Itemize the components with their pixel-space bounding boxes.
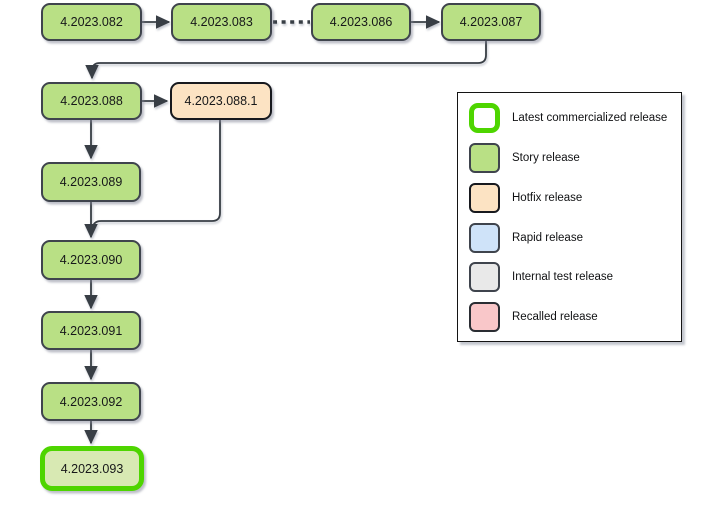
hotfix-release-swatch-icon (469, 183, 500, 213)
latest-release-swatch-icon (469, 103, 500, 133)
legend-item-latest: Latest commercialized release (469, 103, 667, 133)
node-4-2023-082: 4.2023.082 (41, 3, 142, 41)
legend-item-recalled: Recalled release (469, 302, 598, 332)
legend-item-label: Rapid release (512, 232, 583, 244)
legend-item-label: Story release (512, 152, 580, 164)
legend-item-story: Story release (469, 143, 580, 173)
legend-item-label: Internal test release (512, 271, 614, 283)
internal-test-release-swatch-icon (469, 262, 500, 292)
edge-087-088 (85, 41, 487, 80)
node-4-2023-091: 4.2023.091 (41, 311, 141, 350)
node-4-2023-089: 4.2023.089 (41, 162, 141, 202)
node-4-2023-086: 4.2023.086 (311, 3, 411, 41)
rapid-release-swatch-icon (469, 223, 500, 253)
legend-item-hotfix: Hotfix release (469, 183, 582, 213)
node-4-2023-088: 4.2023.088 (41, 82, 142, 120)
legend-item-label: Latest commercialized release (512, 112, 668, 124)
legend-box: Latest commercialized release Story rele… (457, 92, 682, 342)
node-4-2023-087: 4.2023.087 (441, 3, 541, 41)
node-4-2023-088-1: 4.2023.088.1 (170, 82, 272, 120)
legend-item-internal: Internal test release (469, 262, 613, 292)
legend-item-label: Hotfix release (512, 192, 583, 204)
node-4-2023-090: 4.2023.090 (41, 240, 141, 280)
recalled-release-swatch-icon (469, 302, 500, 332)
node-4-2023-093-latest: 4.2023.093 (40, 446, 144, 491)
legend-item-label: Recalled release (512, 311, 598, 323)
legend-item-rapid: Rapid release (469, 223, 583, 253)
node-4-2023-092: 4.2023.092 (41, 382, 141, 421)
node-4-2023-083: 4.2023.083 (171, 3, 272, 41)
story-release-swatch-icon (469, 143, 500, 173)
